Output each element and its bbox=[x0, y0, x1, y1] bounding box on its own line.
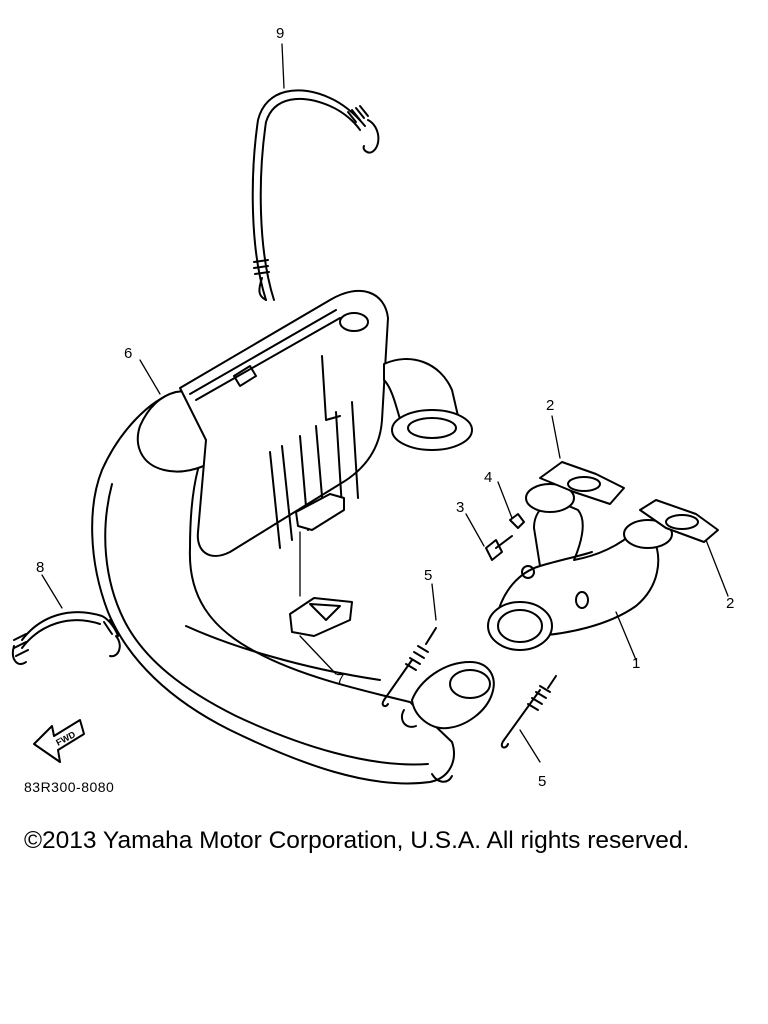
callout-2-upper: 2 bbox=[546, 397, 554, 414]
part-5-spring-lower bbox=[500, 675, 557, 763]
callout-8: 8 bbox=[36, 559, 44, 576]
callout-5-lower: 5 bbox=[538, 773, 546, 790]
part-9-spring-hose bbox=[251, 43, 380, 301]
part-2-gasket-lower bbox=[639, 499, 729, 597]
part-7-bracket bbox=[289, 531, 353, 675]
callout-2-lower: 2 bbox=[726, 595, 734, 612]
callout-1: 1 bbox=[632, 655, 640, 672]
copyright-notice: ©2013 Yamaha Motor Corporation, U.S.A. A… bbox=[24, 827, 689, 854]
drawing-code: 83R300-8080 bbox=[24, 779, 114, 795]
spring-coil-top bbox=[347, 105, 369, 123]
part-2-gasket-upper bbox=[539, 415, 625, 505]
part-5-spring-upper bbox=[381, 583, 437, 708]
fwd-arrow: FWD bbox=[33, 719, 85, 763]
part-3-bolt bbox=[465, 513, 513, 561]
part-4-nut bbox=[497, 481, 525, 529]
spring-coil-bottom bbox=[253, 259, 270, 275]
part-1-y-pipe bbox=[487, 483, 673, 661]
part-8-spring-hose bbox=[12, 574, 121, 665]
callout-4: 4 bbox=[484, 469, 492, 486]
part-6-muffler bbox=[91, 290, 495, 785]
callout-5-upper: 5 bbox=[424, 567, 432, 584]
callout-6: 6 bbox=[124, 345, 132, 362]
leader-6 bbox=[139, 359, 161, 395]
callout-7: 7 bbox=[336, 671, 344, 688]
callout-3: 3 bbox=[456, 499, 464, 516]
callout-9: 9 bbox=[276, 25, 284, 42]
